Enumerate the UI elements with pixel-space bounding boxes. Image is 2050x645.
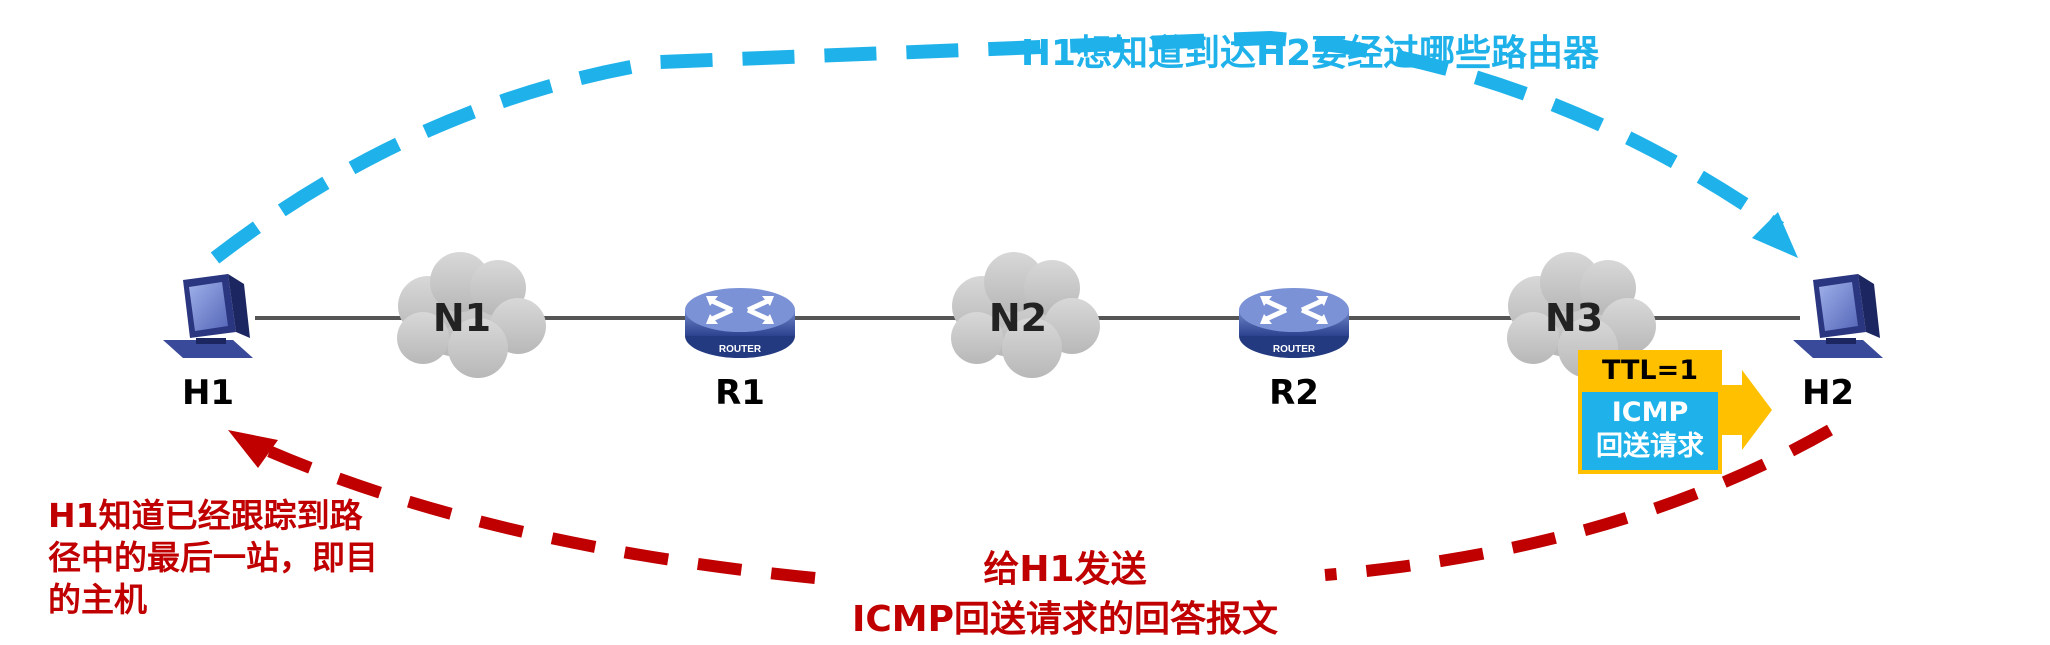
packet-ttl: TTL=1 [1578,350,1722,392]
computer-icon-h2 [1793,274,1883,358]
bottom-annotation-line2: ICMP回送请求的回答报文 [851,599,1279,640]
left-annotation: H1知道已经跟踪到路径中的最后一站，即目的主机 [48,496,378,619]
packet-type: ICMP [1611,397,1689,428]
bottom-annotation: 给H1发送 ICMP回送请求的回答报文 [852,545,1278,645]
red-arrowhead [228,430,278,468]
blue-dashed-arrow [210,30,1785,264]
cloud-icon-n1 [397,252,546,378]
packet-subtype: 回送请求 [1596,431,1704,462]
router-label-r1: R1 [715,373,765,413]
router-icon-r2: ROUTER [1239,288,1349,358]
red-dashed-arrow [252,424,1833,584]
icmp-packet: TTL=1 ICMP 回送请求 [1578,350,1722,474]
router-label-r2: R2 [1269,373,1319,413]
diagram-title: H1想知道到达H2要经过哪些路由器 [1020,33,1600,74]
router-icon-r1: ROUTER [685,288,795,358]
computer-icon-h1 [163,274,253,358]
packet-body: ICMP 回送请求 [1578,392,1722,474]
network-label-n3: N3 [1544,296,1604,340]
router-badge-r1: ROUTER [719,344,762,355]
router-badge-r2: ROUTER [1273,344,1316,355]
blue-arrowhead [1752,212,1798,258]
bottom-annotation-line1: 给H1发送 [983,549,1147,590]
host-label-h2: H2 [1801,373,1855,413]
packet-arrow [1722,370,1772,450]
network-label-n2: N2 [988,296,1048,340]
cloud-icon-n3 [1507,252,1656,378]
cloud-icon-n2 [951,252,1100,378]
network-label-n1: N1 [432,296,492,340]
host-label-h1: H1 [181,373,235,413]
